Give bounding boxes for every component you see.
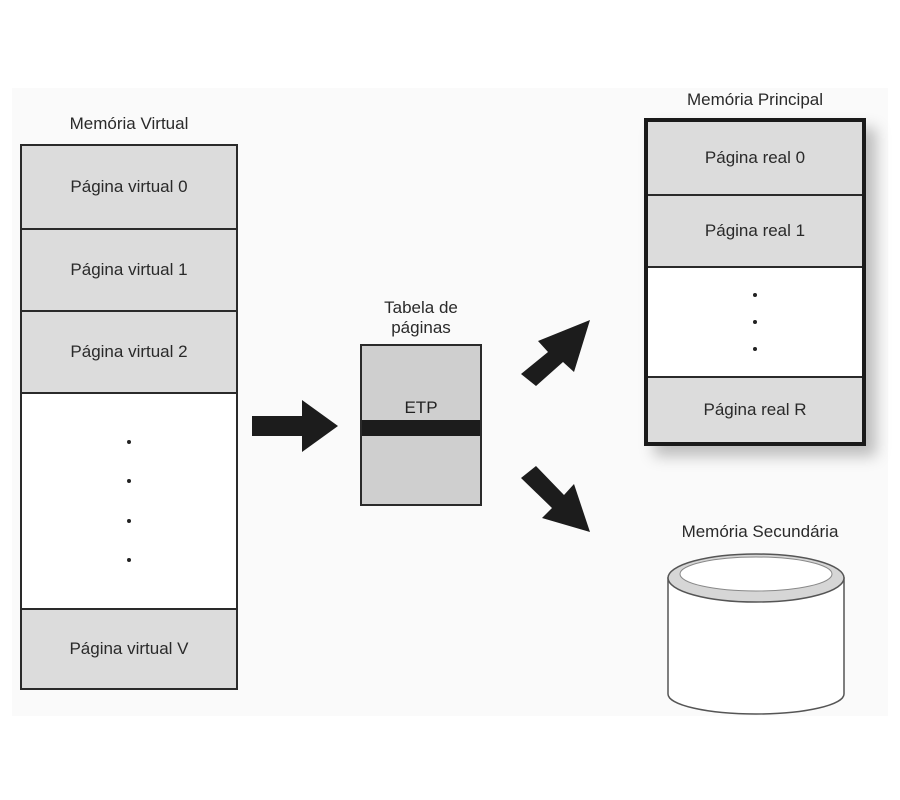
- virtual-page-2: Página virtual 2: [22, 310, 236, 392]
- page-table-title-line1: Tabela de: [384, 298, 458, 317]
- real-page-r: Página real R: [648, 376, 862, 442]
- disk-cylinder-icon: [667, 553, 845, 715]
- ellipsis-dot: [753, 293, 757, 298]
- virtual-ellipsis: [22, 392, 236, 608]
- arrow-up-right-icon: [521, 320, 590, 386]
- etp-entry-bar: [362, 420, 480, 436]
- arrow-right-icon: [252, 400, 338, 452]
- ellipsis-dot: [127, 518, 131, 523]
- real-ellipsis: [648, 266, 862, 376]
- virtual-page-v: Página virtual V: [22, 608, 236, 688]
- ellipsis-dot: [753, 346, 757, 351]
- page-table: ETP: [360, 344, 482, 506]
- etp-label: ETP: [404, 398, 438, 417]
- secondary-memory-title: Memória Secundária: [681, 522, 839, 541]
- virtual-memory-title: Memória Virtual: [69, 114, 189, 133]
- ellipsis-dot: [753, 319, 757, 324]
- page-table-title-line2: páginas: [391, 318, 451, 337]
- ellipsis-dot: [127, 479, 131, 484]
- virtual-page-1: Página virtual 1: [22, 228, 236, 310]
- real-page-1: Página real 1: [648, 194, 862, 266]
- real-page-0: Página real 0: [648, 122, 862, 194]
- page-table-title: Tabela de páginas: [360, 298, 482, 338]
- main-memory-column: Página real 0 Página real 1 Página real …: [644, 118, 866, 446]
- main-memory-title: Memória Principal: [686, 90, 824, 109]
- ellipsis-dot: [127, 558, 131, 563]
- virtual-page-0: Página virtual 0: [22, 146, 236, 228]
- arrow-down-right-icon: [521, 466, 590, 532]
- virtual-memory-column: Página virtual 0 Página virtual 1 Página…: [20, 144, 238, 690]
- ellipsis-dot: [127, 439, 131, 444]
